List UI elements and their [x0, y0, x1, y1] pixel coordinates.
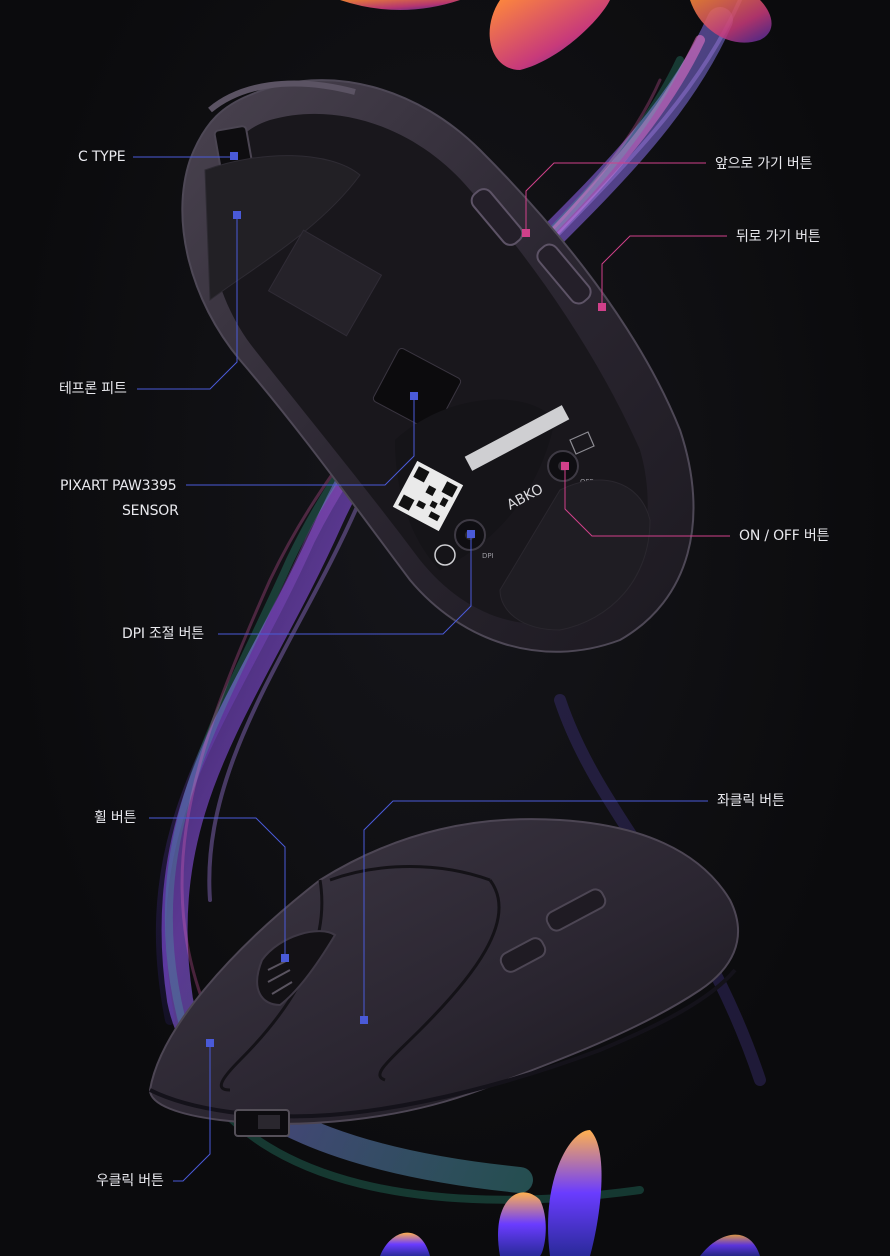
- mouse-top-view: [148, 818, 740, 1137]
- label-c-type: C TYPE: [78, 149, 126, 165]
- disposal-icon: [569, 431, 595, 455]
- mouse-bottom-view: ABKO ON OFF DPI: [181, 79, 695, 653]
- label-sensor-line2: SENSOR: [122, 503, 179, 519]
- label-sensor-line1: PIXART PAW3395: [60, 478, 177, 494]
- label-forward-button: 앞으로 가기 버튼: [715, 156, 813, 172]
- label-teflon-feet: 테프론 피트: [59, 381, 127, 397]
- label-dpi-button: DPI 조절 버튼: [122, 626, 204, 642]
- label-right-click-button: 우클릭 버튼: [96, 1173, 164, 1189]
- certification-icon: [434, 544, 456, 566]
- callout-leaders: [133, 152, 730, 1182]
- label-left-click-button: 좌클릭 버튼: [717, 793, 785, 809]
- decorative-petals: [340, 0, 772, 1256]
- label-wheel-button: 휠 버튼: [94, 810, 137, 826]
- label-back-button: 뒤로 가기 버튼: [736, 229, 821, 245]
- dpi-text: DPI: [482, 552, 494, 560]
- label-on-off-button: ON / OFF 버튼: [739, 528, 830, 544]
